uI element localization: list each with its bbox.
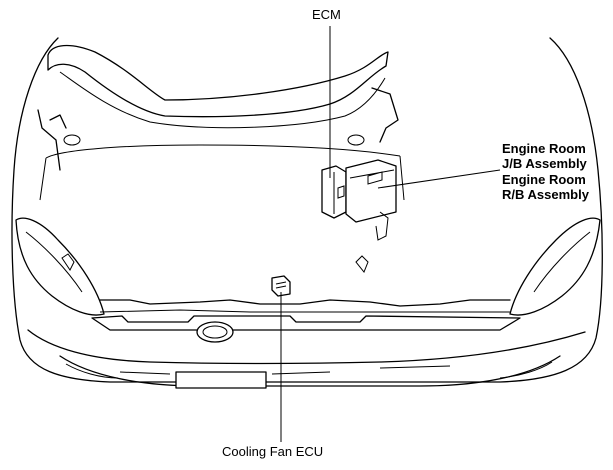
- right-headlight-inner: [533, 231, 591, 293]
- right-strut: [371, 87, 399, 143]
- hood: [47, 44, 389, 118]
- assembly-lower-bracket: [375, 211, 389, 241]
- engine-room-jb-rb-assembly: [345, 159, 397, 223]
- right-inner-bracket: [355, 255, 369, 273]
- engine-bay-outline: [39, 144, 405, 201]
- assembly-leader-line: [377, 169, 501, 189]
- left-shock-tower: [63, 134, 81, 146]
- bumper-lower: [59, 355, 561, 387]
- cooling-fan-ecu-label: Cooling Fan ECU: [222, 444, 324, 459]
- car-body-outline: [11, 37, 603, 383]
- upper-grille: [91, 315, 521, 331]
- assembly-top-face: [349, 169, 395, 185]
- cooling-fan-ecu-unit: [271, 275, 291, 297]
- front-bumper: [27, 329, 586, 365]
- left-headlight: [15, 217, 105, 316]
- engine-room-jb-label-line2: J/B Assembly: [502, 156, 587, 171]
- right-headlight: [509, 217, 601, 316]
- engine-room-rb-label-line2: R/B Assembly: [502, 187, 589, 202]
- left-headlight-inner: [25, 231, 83, 293]
- left-fog-recess: [65, 363, 119, 379]
- license-plate-recess: [175, 371, 267, 389]
- lower-grille: [119, 365, 451, 375]
- radiator-support: [99, 299, 511, 307]
- right-fog-recess: [499, 361, 553, 379]
- engine-room-jb-label-line1: Engine Room: [502, 141, 586, 156]
- hood-inner-edge: [59, 71, 386, 129]
- right-shock-tower: [347, 134, 365, 146]
- emblem: [196, 321, 234, 343]
- emblem-inner: [202, 325, 228, 339]
- ecm-detail: [333, 172, 345, 214]
- radiator-support-lower: [99, 309, 510, 313]
- engine-room-rb-label-line1: Engine Room: [502, 172, 586, 187]
- left-inner-bracket: [61, 253, 75, 271]
- left-strut: [37, 109, 67, 171]
- ecm-label: ECM: [312, 7, 341, 22]
- cooling-fan-ecu-detail: [275, 281, 287, 289]
